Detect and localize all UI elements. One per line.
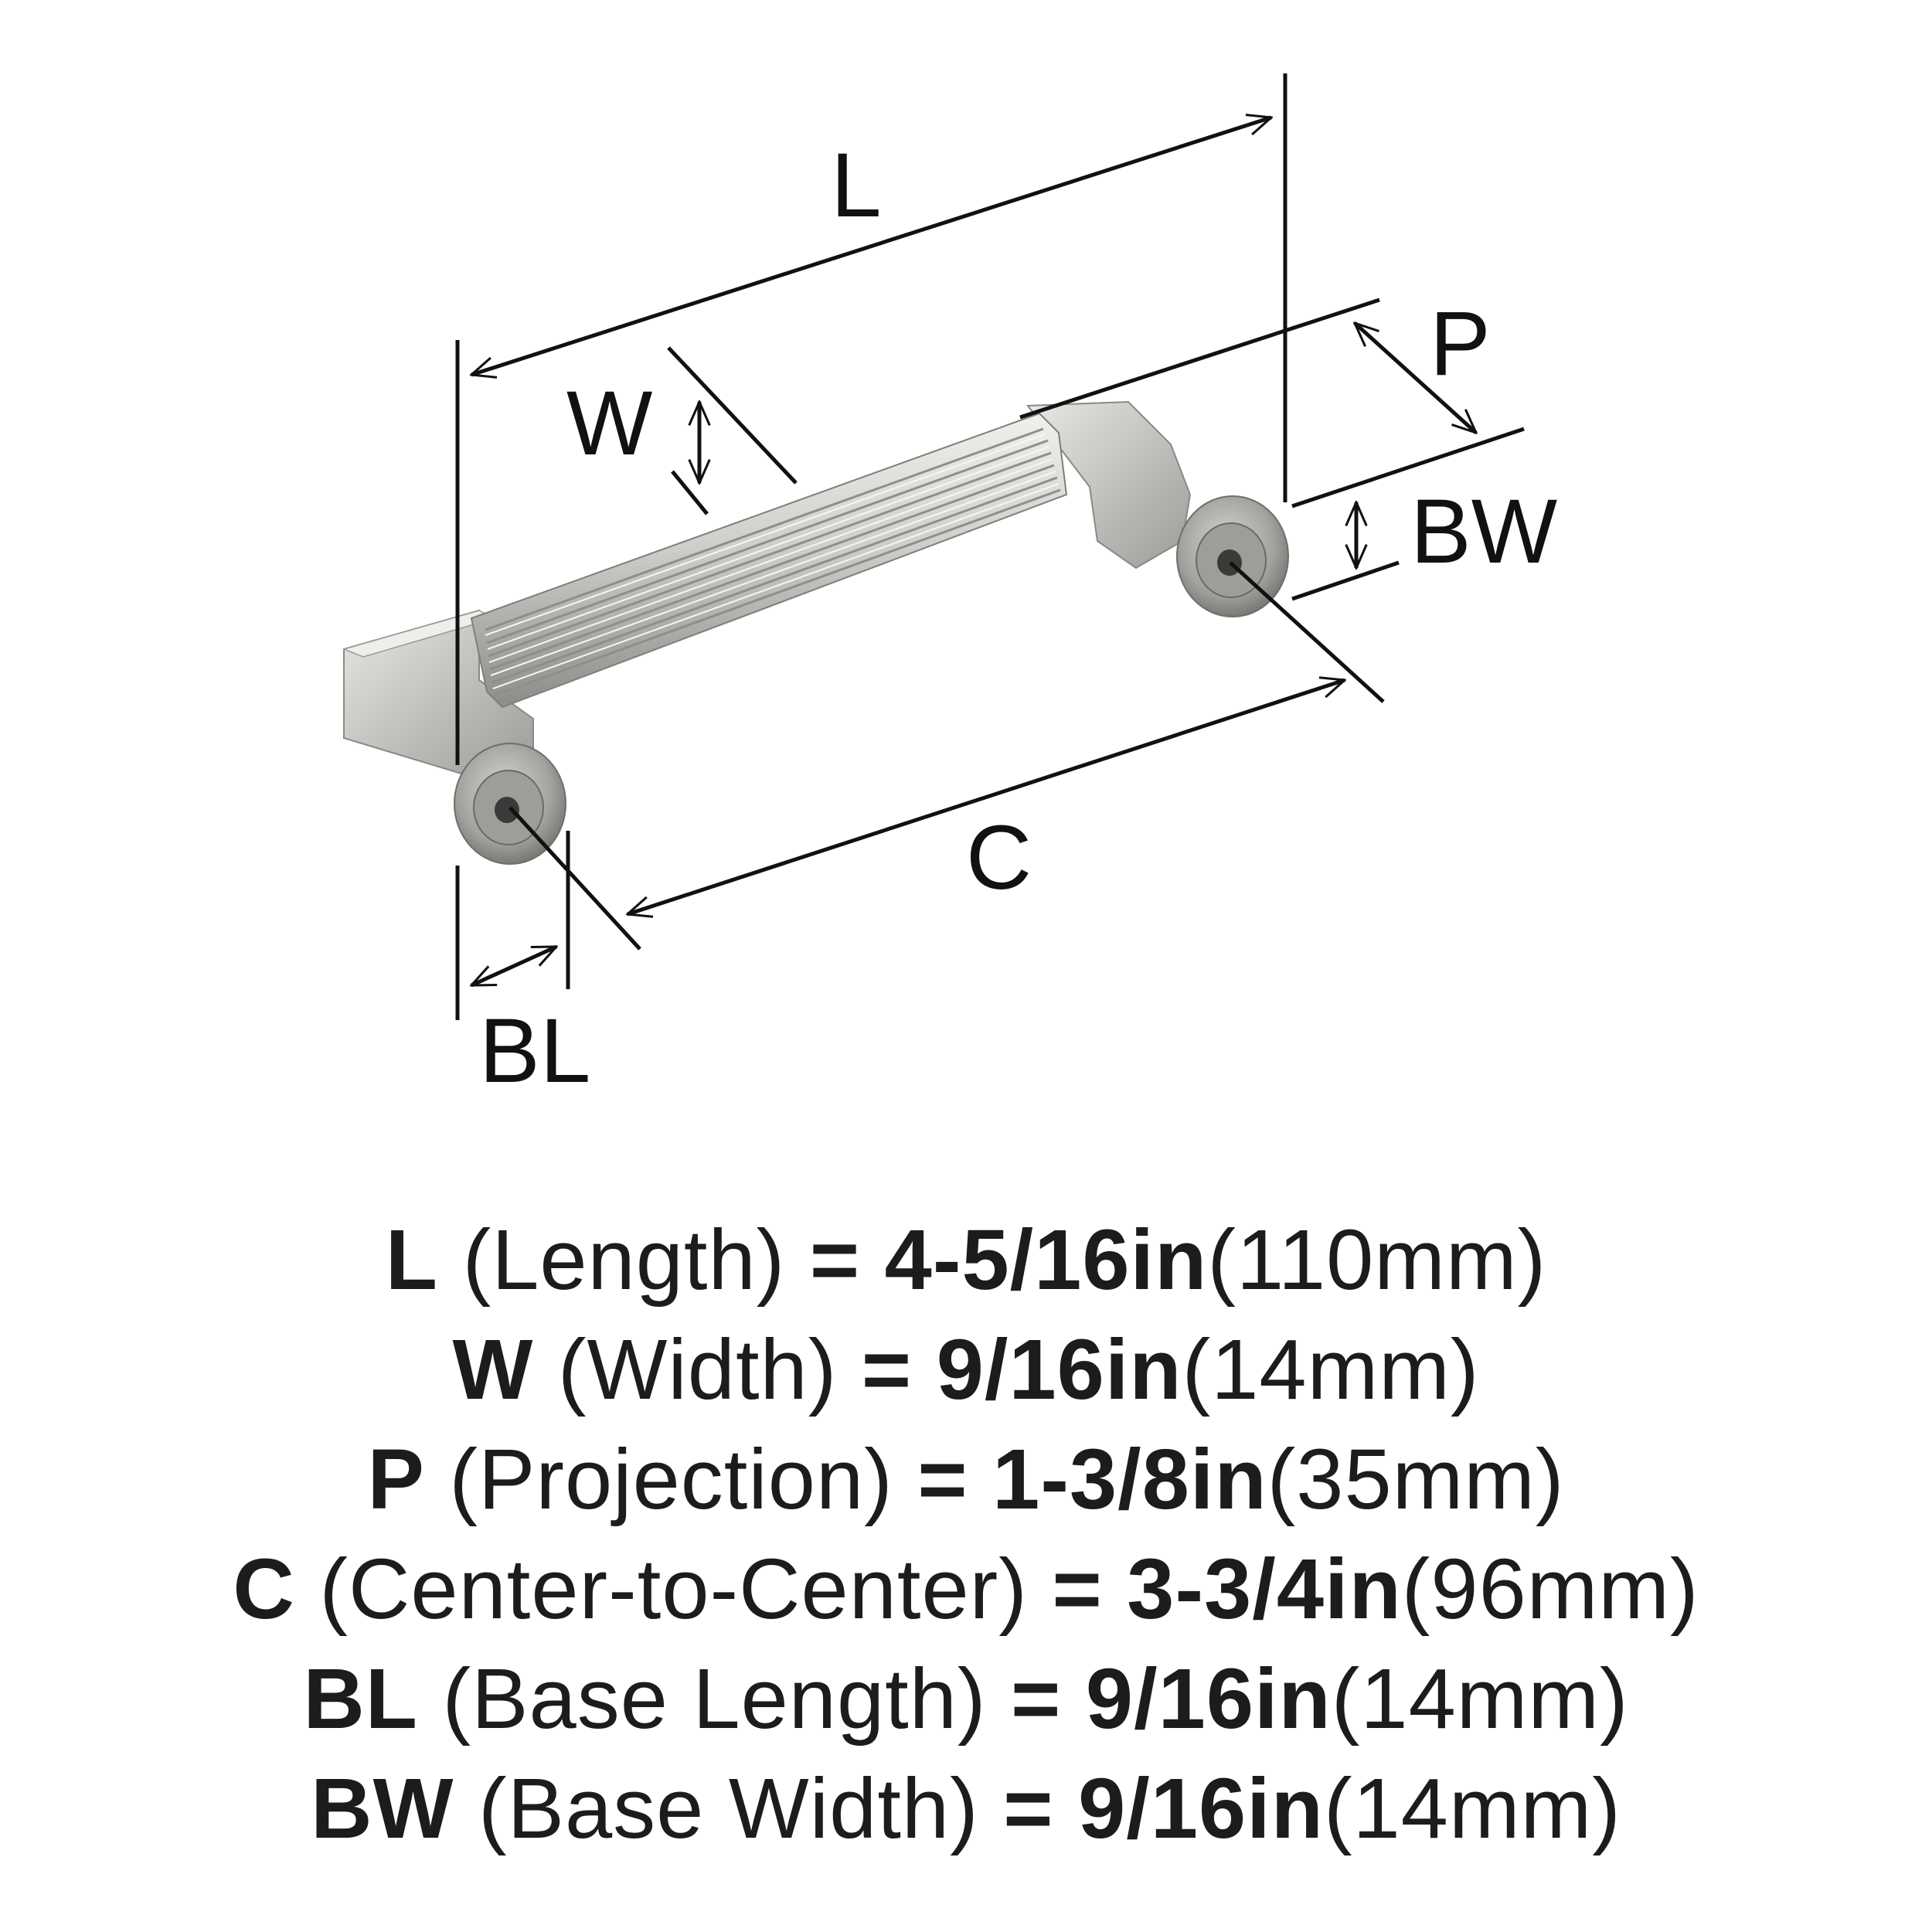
spec-desc: (Width) xyxy=(557,1322,838,1417)
spec-row-projection: P (Projection) = 1-3/8in(35mm) xyxy=(0,1425,1932,1535)
spec-row-base-width: BW (Base Width) = 9/16in(14mm) xyxy=(0,1754,1932,1864)
spec-row-width: W (Width) = 9/16in(14mm) xyxy=(0,1315,1932,1425)
P-ext-top xyxy=(1019,298,1380,420)
dimension-lines xyxy=(455,73,1525,1020)
spec-eq: = xyxy=(809,1213,861,1308)
label-BW: BW xyxy=(1410,481,1557,583)
spec-metric: (14mm) xyxy=(1331,1651,1629,1747)
spec-row-length: L (Length) = 4-5/16in(110mm) xyxy=(0,1206,1932,1315)
spec-code: BW xyxy=(311,1761,454,1856)
BW-ext-bottom xyxy=(1291,560,1400,601)
L-arrow xyxy=(471,117,1271,375)
spec-imperial: 3-3/4in xyxy=(1127,1542,1402,1637)
spec-metric: (96mm) xyxy=(1401,1542,1699,1637)
spec-imperial: 9/16in xyxy=(936,1322,1182,1417)
spec-metric: (35mm) xyxy=(1267,1432,1565,1527)
spec-desc: (Base Length) xyxy=(442,1651,987,1747)
P-arrow xyxy=(1355,323,1476,433)
spec-imperial: 9/16in xyxy=(1085,1651,1332,1747)
label-BL: BL xyxy=(479,1000,590,1102)
cabinet-pull-handle xyxy=(342,400,1289,865)
grip-flutes xyxy=(485,427,1061,697)
spec-eq: = xyxy=(917,1432,968,1527)
dimension-spec-list: L (Length) = 4-5/16in(110mm) W (Width) =… xyxy=(0,1206,1932,1864)
BL-arrow xyxy=(471,944,556,988)
C-arrow xyxy=(628,680,1345,914)
spec-metric: (14mm) xyxy=(1323,1761,1621,1856)
label-C: C xyxy=(966,807,1032,909)
spec-eq: = xyxy=(1003,1761,1054,1856)
left-base-cap xyxy=(454,743,566,865)
label-L: L xyxy=(831,134,882,236)
spec-eq: = xyxy=(1052,1542,1103,1637)
C-center-left xyxy=(509,806,641,951)
spec-desc: (Center-to-Center) xyxy=(319,1542,1028,1637)
spec-eq: = xyxy=(861,1322,913,1417)
spec-imperial: 9/16in xyxy=(1078,1761,1324,1856)
spec-desc: (Projection) xyxy=(449,1432,893,1527)
P-ext-bottom xyxy=(1291,427,1525,509)
spec-row-center-to-center: C (Center-to-Center) = 3-3/4in(96mm) xyxy=(0,1535,1932,1645)
spec-code: BL xyxy=(303,1651,418,1747)
spec-row-base-length: BL (Base Length) = 9/16in(14mm) xyxy=(0,1645,1932,1754)
C-center-right xyxy=(1229,561,1385,703)
grip-bar xyxy=(470,412,1068,709)
spec-code: W xyxy=(452,1322,534,1417)
label-P: P xyxy=(1430,293,1491,395)
spec-imperial: 1-3/8in xyxy=(992,1432,1267,1527)
spec-desc: (Length) xyxy=(462,1213,786,1308)
spec-code: C xyxy=(233,1542,295,1637)
spec-code: P xyxy=(367,1432,425,1527)
spec-metric: (110mm) xyxy=(1207,1213,1547,1308)
spec-desc: (Base Width) xyxy=(478,1761,979,1856)
W-ext-bottom xyxy=(671,470,709,515)
spec-eq: = xyxy=(1011,1651,1062,1747)
spec-metric: (14mm) xyxy=(1182,1322,1480,1417)
label-W: W xyxy=(566,372,652,474)
spec-imperial: 4-5/16in xyxy=(884,1213,1208,1308)
W-ext-top xyxy=(667,346,798,485)
handle-dimension-diagram: L W P BW C BL xyxy=(342,73,1557,1102)
spec-code: L xyxy=(385,1213,438,1308)
